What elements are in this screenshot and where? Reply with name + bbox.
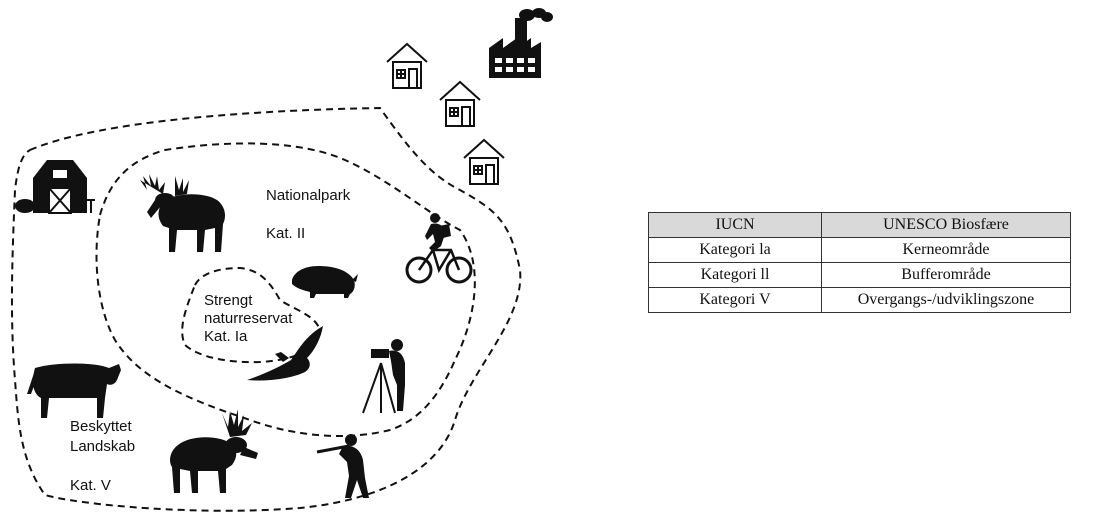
house-icon <box>439 80 481 127</box>
iucn-column-header: IUCN <box>648 212 822 238</box>
table-header-row: IUCN UNESCO Biosfære <box>648 212 1071 238</box>
iucn-cell: Kategori ll <box>648 262 822 288</box>
eagle-icon <box>247 326 323 381</box>
national-park-category: Kat. II <box>266 225 306 242</box>
protected-landscape-category: Kat. V <box>70 477 111 494</box>
protected-landscape-label: Beskyttet Landskab <box>70 418 136 455</box>
moose-icon <box>140 174 225 252</box>
protected-area-zones-diagram <box>10 8 553 512</box>
factory-icon <box>489 8 553 78</box>
outer-zone-boundary <box>10 106 522 512</box>
national-park-boundary <box>95 142 476 437</box>
unesco-cell: Kerneområde <box>821 237 1071 263</box>
house-icon <box>386 42 428 89</box>
iucn-cell: Kategori V <box>648 287 822 313</box>
table-row: Kategori V Overgangs-/udviklingszone <box>648 287 1071 313</box>
unesco-cell: Bufferområde <box>821 262 1071 288</box>
cow-icon <box>27 363 121 418</box>
barn-icon <box>15 160 95 214</box>
strict-reserve-label: Strengt naturreservat Kat. Ia <box>204 292 293 345</box>
unesco-cell: Overgangs-/udviklingszone <box>821 287 1071 313</box>
cyclist-icon <box>405 213 473 284</box>
iucn-cell: Kategori la <box>648 237 822 263</box>
photographer-icon <box>362 339 405 414</box>
national-park-label: Nationalpark <box>266 187 351 204</box>
hunter-icon <box>316 434 369 498</box>
moose-icon <box>170 409 258 493</box>
boar-icon <box>292 266 358 298</box>
table-row: Kategori la Kerneområde <box>648 237 1071 263</box>
table-row: Kategori ll Bufferområde <box>648 262 1071 288</box>
unesco-column-header: UNESCO Biosfære <box>821 212 1071 238</box>
house-icon <box>463 138 505 185</box>
category-comparison-table: IUCN UNESCO Biosfære Kategori la Kerneom… <box>648 212 1071 313</box>
